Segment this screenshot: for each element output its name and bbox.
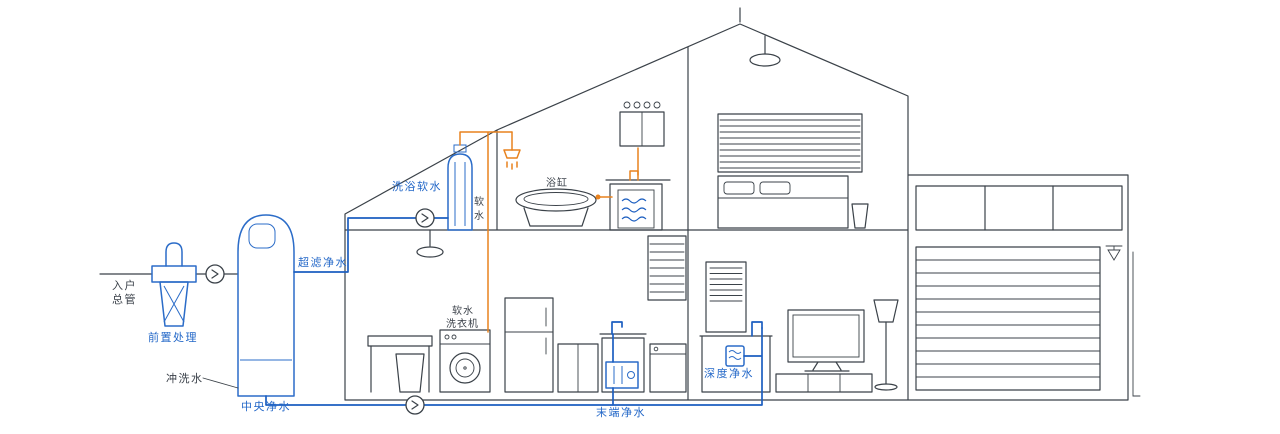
wall-lamp-icon: [1105, 245, 1123, 261]
trash-bin-icon: [851, 203, 869, 229]
label-soft-water-char2: 水: [474, 210, 485, 222]
tv-console: [775, 373, 873, 393]
label-soft-washer-line1: 软水: [452, 304, 474, 317]
garage-door: [915, 246, 1101, 391]
label-soft-washer-line2: 洗衣机: [446, 317, 479, 330]
pendant-lamp-bedroom: [749, 35, 781, 67]
kitchen-cabinet: [557, 343, 599, 393]
fridge: [504, 297, 554, 393]
pipe-bottom-purified: [265, 327, 763, 406]
pre-filter-device: [151, 242, 197, 327]
label-ultrafiltration: 超滤净水: [298, 255, 348, 269]
label-bath-softener: 洗浴软水: [392, 179, 442, 193]
deep-purifier-device: [725, 345, 745, 367]
bath-softener-device: [447, 144, 473, 231]
pipe-soft-water: [459, 131, 639, 333]
bathtub: [515, 188, 597, 227]
living-cabinet: [699, 335, 773, 393]
pipe-ultrafiltration: [293, 217, 449, 273]
label-inlet-line1: 入户: [112, 278, 137, 292]
label-soft-water-char1: 软: [474, 195, 485, 208]
sink-cabinet: [599, 333, 647, 393]
label-central-purifier: 中央净水: [241, 399, 291, 413]
vanity-faucet-icon: [629, 170, 639, 181]
label-terminal-purifier: 末端净水: [596, 405, 646, 419]
flow-arrow-icon: [415, 208, 435, 228]
living-faucet-icon: [751, 321, 763, 337]
terminal-purifier-device: [605, 361, 639, 389]
dishwasher: [649, 343, 687, 393]
house-outline: [344, 7, 1129, 401]
radiator: [647, 235, 687, 301]
bathtub-faucet-icon: [595, 194, 601, 200]
flow-arrow-icon: [205, 264, 225, 284]
label-pre-filter: 前置处理: [148, 330, 198, 344]
window-blinds: [717, 113, 863, 173]
label-inlet-line2: 总管: [112, 292, 137, 306]
vanity-cabinet: [605, 179, 671, 231]
pendant-lamp-laundry: [416, 229, 444, 258]
floor-lamp: [873, 299, 899, 391]
washing-machine: [439, 329, 491, 393]
central-purifier-device: [237, 214, 295, 397]
label-deep-purifier: 深度净水: [704, 366, 754, 380]
tv: [787, 309, 865, 372]
vanity-lights-icon: [623, 101, 661, 109]
kitchen-faucet-icon: [611, 321, 623, 335]
shower-icon: [503, 131, 521, 170]
label-flush-water: 冲洗水: [166, 371, 204, 385]
wall-unit-living: [705, 261, 747, 333]
flush-drain-line: [202, 377, 239, 389]
laundry-counter: [367, 335, 433, 393]
bed: [717, 175, 849, 229]
flow-arrow-icon: [405, 395, 425, 415]
label-bathtub: 浴缸: [546, 176, 568, 189]
downpipe: [1132, 251, 1141, 397]
mirror-cabinet: [619, 111, 665, 147]
